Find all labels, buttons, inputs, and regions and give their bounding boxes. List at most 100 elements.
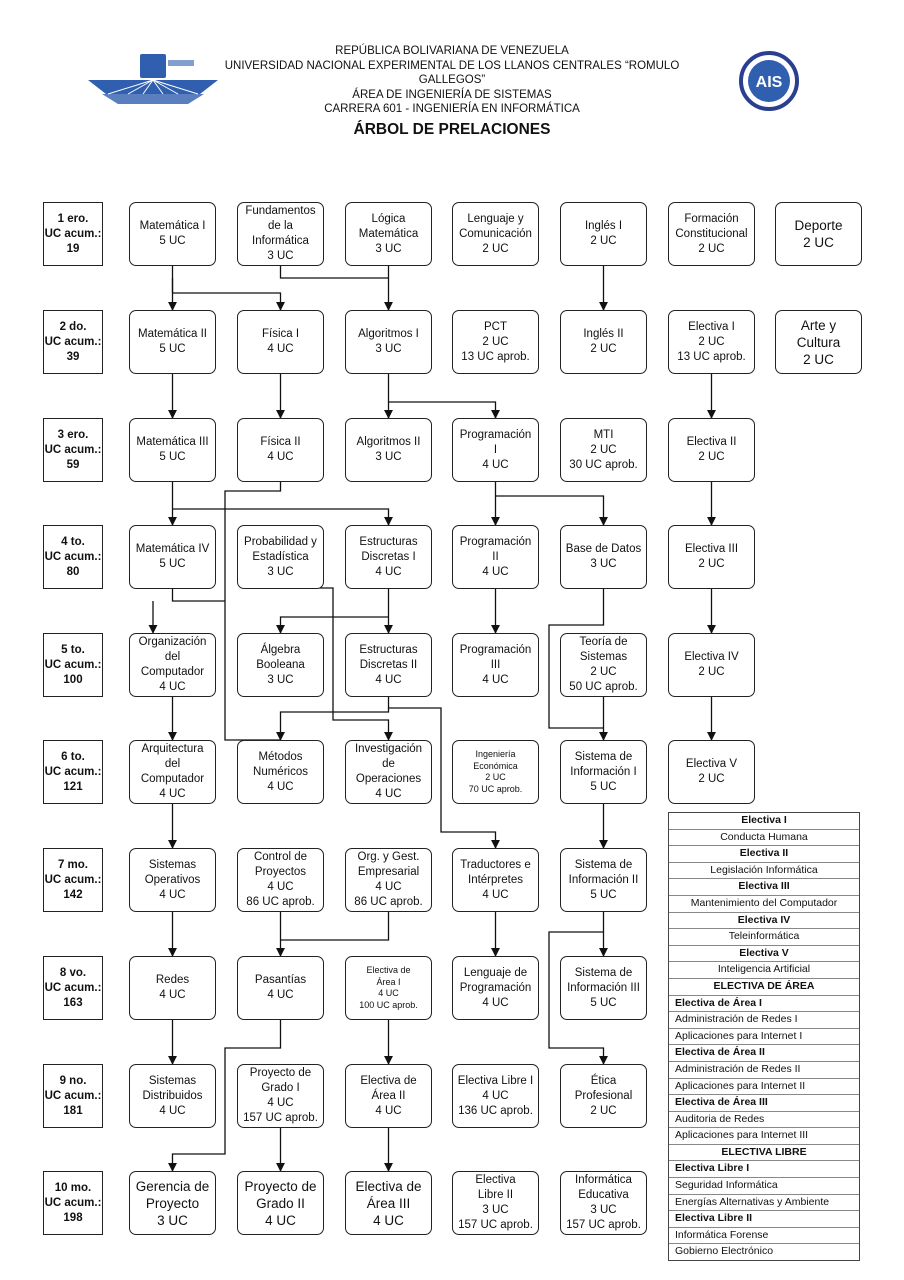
course-box-r7c0: Redes 4 UC bbox=[129, 956, 216, 1020]
semester-label: 5 to. UC acum.: 100 bbox=[43, 633, 103, 697]
header-line-2: UNIVERSIDAD NACIONAL EXPERIMENTAL DE LOS… bbox=[224, 59, 680, 87]
course-box-r7c4: Sistema de Información III 5 UC bbox=[560, 956, 647, 1020]
legend-heading: Electiva III bbox=[669, 879, 859, 896]
course-box-r2c1: Física II 4 UC bbox=[237, 418, 324, 482]
course-box-r8c1: Proyecto de Grado I 4 UC 157 UC aprob. bbox=[237, 1064, 324, 1128]
prerequisite-line bbox=[279, 266, 389, 279]
course-box-r3c1: Probabilidad y Estadística 3 UC bbox=[237, 525, 324, 589]
prerequisite-arrow bbox=[167, 1020, 282, 1172]
legend-heading: Electiva II bbox=[669, 846, 859, 863]
legend-heading: Electiva de Área III bbox=[669, 1095, 859, 1112]
legend-heading: ELECTIVA DE ÁREA bbox=[669, 979, 859, 996]
semester-label: 1 ero. UC acum.: 19 bbox=[43, 202, 103, 266]
prerequisite-line bbox=[280, 912, 390, 941]
legend-item: Administración de Redes I bbox=[669, 1012, 859, 1029]
course-box-r3c3: Programación II 4 UC bbox=[452, 525, 539, 589]
page-title: ÁRBOL DE PRELACIONES bbox=[353, 121, 551, 138]
course-box-r0c0: Matemática I 5 UC bbox=[129, 202, 216, 266]
course-box-r6c1: Control de Proyectos 4 UC 86 UC aprob. bbox=[237, 848, 324, 912]
course-box-r1c0: Matemática II 5 UC bbox=[129, 310, 216, 374]
header-line-3: ÁREA DE INGENIERÍA DE SISTEMAS bbox=[352, 88, 552, 101]
course-box-r1c4: Inglés II 2 UC bbox=[560, 310, 647, 374]
semester-label: 6 to. UC acum.: 121 bbox=[43, 740, 103, 804]
course-box-r5c2: Investigación de Operaciones 4 UC bbox=[345, 740, 432, 804]
semester-label: 10 mo. UC acum.: 198 bbox=[43, 1171, 103, 1235]
legend-item: Aplicaciones para Internet I bbox=[669, 1029, 859, 1046]
prerequisite-arrow bbox=[388, 401, 501, 419]
course-box-r3c2: Estructuras Discretas I 4 UC bbox=[345, 525, 432, 589]
legend-heading: Electiva de Área I bbox=[669, 996, 859, 1013]
course-box-r3c0: Matemática IV 5 UC bbox=[129, 525, 216, 589]
legend-item: Energías Alternativas y Ambiente bbox=[669, 1195, 859, 1212]
legend-item: Conducta Humana bbox=[669, 830, 859, 847]
semester-label: 7 mo. UC acum.: 142 bbox=[43, 848, 103, 912]
prerequisite-line bbox=[171, 589, 225, 602]
course-box-r9c1: Proyecto de Grado II 4 UC bbox=[237, 1171, 324, 1235]
semester-label: 3 ero. UC acum.: 59 bbox=[43, 418, 103, 482]
legend-heading: Electiva Libre I bbox=[669, 1161, 859, 1179]
course-box-r4c0: Organización del Computador 4 UC bbox=[129, 633, 216, 697]
legend-item: Administración de Redes II bbox=[669, 1062, 859, 1079]
legend-item: Gobierno Electrónico bbox=[675, 1245, 774, 1258]
legend-item: Legislación Informática bbox=[669, 863, 859, 880]
course-box-r0c1: Fundamentos de la Informática 3 UC bbox=[237, 202, 324, 266]
course-box-r1c3: PCT 2 UC 13 UC aprob. bbox=[452, 310, 539, 374]
course-box-r9c0: Gerencia de Proyecto 3 UC bbox=[129, 1171, 216, 1235]
ais-logo: AIS bbox=[738, 50, 800, 112]
legend-item: Informática Forense bbox=[669, 1228, 859, 1245]
course-box-r5c4: Sistema de Información I 5 UC bbox=[560, 740, 647, 804]
course-box-r2c5: Electiva II 2 UC bbox=[668, 418, 755, 482]
course-box-r4c3: Programación III 4 UC bbox=[452, 633, 539, 697]
course-box-r6c2: Org. y Gest. Empresarial 4 UC 86 UC apro… bbox=[345, 848, 432, 912]
prerequisite-line bbox=[548, 589, 605, 729]
course-box-r1c5: Electiva I 2 UC 13 UC aprob. bbox=[668, 310, 755, 374]
course-box-r9c2: Electiva de Área III 4 UC bbox=[345, 1171, 432, 1235]
semester-label: 9 no. UC acum.: 181 bbox=[43, 1064, 103, 1128]
course-box-r8c3: Electiva Libre I 4 UC 136 UC aprob. bbox=[452, 1064, 539, 1128]
course-box-r0c6: Deporte 2 UC bbox=[775, 202, 862, 266]
legend-item: Aplicaciones para Internet II bbox=[669, 1079, 859, 1096]
legend-item: Seguridad Informática bbox=[669, 1178, 859, 1195]
course-box-r5c3: Ingeniería Económica 2 UC 70 UC aprob. bbox=[452, 740, 539, 804]
institution-header: REPÚBLICA BOLIVARIANA DE VENEZUELA UNIVE… bbox=[200, 44, 704, 117]
course-box-r0c3: Lenguaje y Comunicación 2 UC bbox=[452, 202, 539, 266]
semester-label: 4 to. UC acum.: 80 bbox=[43, 525, 103, 589]
prerequisite-arrow bbox=[548, 931, 609, 1065]
course-box-r4c5: Electiva IV 2 UC bbox=[668, 633, 755, 697]
course-box-r5c5: Electiva V 2 UC bbox=[668, 740, 755, 804]
course-box-r2c3: Programación I 4 UC bbox=[452, 418, 539, 482]
header-line-1: REPÚBLICA BOLIVARIANA DE VENEZUELA bbox=[335, 45, 569, 57]
prerequisite-arrow bbox=[495, 495, 609, 526]
header-line-4: CARRERA 601 - INGENIERÍA EN INFORMÁTICA bbox=[324, 103, 580, 115]
course-box-r6c0: Sistemas Operativos 4 UC bbox=[129, 848, 216, 912]
course-box-r8c0: Sistemas Distribuidos 4 UC bbox=[129, 1064, 216, 1128]
course-box-r7c2: Electiva de Área I 4 UC 100 UC aprob. bbox=[345, 956, 432, 1020]
prerequisite-arrow bbox=[172, 508, 394, 526]
prerequisite-arrow bbox=[275, 616, 389, 634]
course-box-r7c3: Lenguaje de Programación 4 UC bbox=[452, 956, 539, 1020]
course-box-r1c1: Física I 4 UC bbox=[237, 310, 324, 374]
legend-heading: Electiva IV bbox=[669, 913, 859, 930]
semester-label: 2 do. UC acum.: 39 bbox=[43, 310, 103, 374]
university-logo bbox=[88, 50, 218, 106]
prerequisite-arrow bbox=[275, 697, 390, 741]
legend-item: Mantenimiento del Computador bbox=[669, 896, 859, 913]
course-box-r4c4: Teoría de Sistemas 2 UC 50 UC aprob. bbox=[560, 633, 647, 697]
course-box-r2c0: Matemática III 5 UC bbox=[129, 418, 216, 482]
course-box-r2c2: Algoritmos II 3 UC bbox=[345, 418, 432, 482]
legend-item: Auditoria de Redes bbox=[669, 1112, 859, 1129]
course-box-r4c1: Álgebra Booleana 3 UC bbox=[237, 633, 324, 697]
legend-heading: Electiva de Área II bbox=[669, 1045, 859, 1062]
course-box-r9c3: Electiva Libre II 3 UC 157 UC aprob. bbox=[452, 1171, 539, 1235]
course-box-r6c4: Sistema de Información II 5 UC bbox=[560, 848, 647, 912]
course-box-r0c5: Formación Constitucional 2 UC bbox=[668, 202, 755, 266]
course-box-r3c5: Electiva III 2 UC bbox=[668, 525, 755, 589]
legend-item: Inteligencia Artificial bbox=[669, 962, 859, 979]
prerequisite-line bbox=[224, 482, 282, 741]
ais-logo-text: AIS bbox=[756, 74, 783, 91]
course-box-r5c1: Métodos Numéricos 4 UC bbox=[237, 740, 324, 804]
course-box-r8c4: Ética Profesional 2 UC bbox=[560, 1064, 647, 1128]
legend-heading: Electiva V bbox=[669, 946, 859, 963]
